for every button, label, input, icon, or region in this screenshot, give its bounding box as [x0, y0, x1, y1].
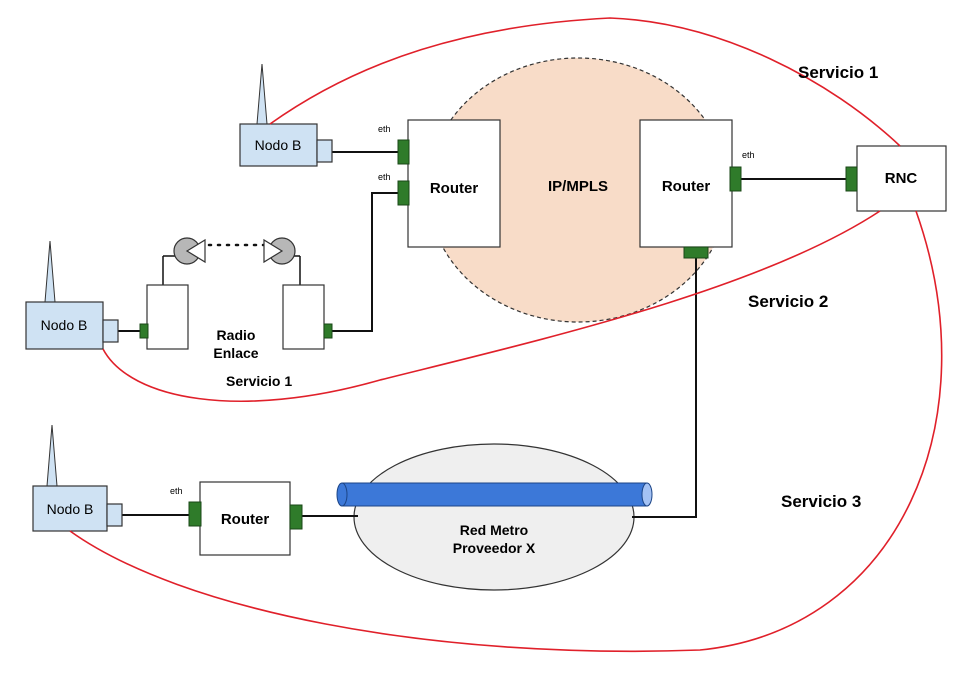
antenna-icons	[44, 63, 268, 487]
label-eth: eth	[378, 124, 391, 134]
router-left	[407, 119, 501, 248]
link-radio-router-left	[332, 192, 398, 332]
nodo-b-1	[239, 123, 333, 167]
dish-right-icon	[263, 237, 296, 265]
port-icon	[289, 504, 303, 530]
label-radio: Radio	[217, 327, 256, 343]
label-red-metro: Red Metro	[460, 522, 528, 538]
label-proveedor: Proveedor X	[453, 540, 536, 556]
service-2-path	[102, 210, 881, 402]
port-icon	[729, 166, 742, 192]
port-icon	[397, 139, 410, 165]
label-router-left: Router	[430, 180, 478, 197]
label-router-right: Router	[662, 178, 710, 195]
label-eth: eth	[170, 486, 183, 496]
metro-pipe	[336, 482, 653, 507]
antenna-icon	[46, 424, 58, 487]
label-rnc: RNC	[885, 170, 918, 187]
label-servicio-1-top: Servicio 1	[798, 63, 878, 82]
radio-unit-right	[282, 284, 325, 350]
label-ip-mpls: IP/MPLS	[548, 178, 608, 195]
port-icon	[323, 323, 333, 339]
label-enlace: Enlace	[213, 345, 258, 361]
dish-left-icon	[173, 237, 206, 265]
label-router-bottom: Router	[221, 511, 269, 528]
label-eth: eth	[378, 172, 391, 182]
ports	[139, 139, 858, 530]
metro-cloud	[353, 443, 635, 591]
label-nodo-b-1: Nodo B	[255, 137, 302, 153]
port-icon	[139, 323, 149, 339]
label-servicio-3: Servicio 3	[781, 492, 861, 511]
port-icon	[397, 180, 410, 206]
label-servicio-2: Servicio 2	[748, 292, 828, 311]
router-right	[639, 119, 733, 248]
radio-link	[146, 237, 325, 350]
nodo-b-2	[25, 301, 119, 350]
service-1-path	[269, 17, 901, 147]
label-eth: eth	[742, 150, 755, 160]
nodo-b-3	[32, 485, 123, 532]
label-servicio-1-bottom: Servicio 1	[226, 373, 292, 389]
link-metro-router-right	[632, 258, 697, 518]
service-paths	[69, 17, 943, 653]
service-3-path	[69, 210, 943, 653]
connection-lines	[118, 151, 847, 518]
port-icon	[683, 246, 709, 259]
port-icon	[188, 501, 202, 527]
port-icon	[845, 166, 858, 192]
antenna-icon	[44, 240, 56, 303]
radio-unit-left	[146, 284, 189, 350]
router-bottom	[199, 481, 291, 556]
label-nodo-b-3: Nodo B	[47, 501, 94, 517]
antenna-icon	[256, 63, 268, 125]
rnc-box	[856, 145, 947, 212]
label-nodo-b-2: Nodo B	[41, 317, 88, 333]
